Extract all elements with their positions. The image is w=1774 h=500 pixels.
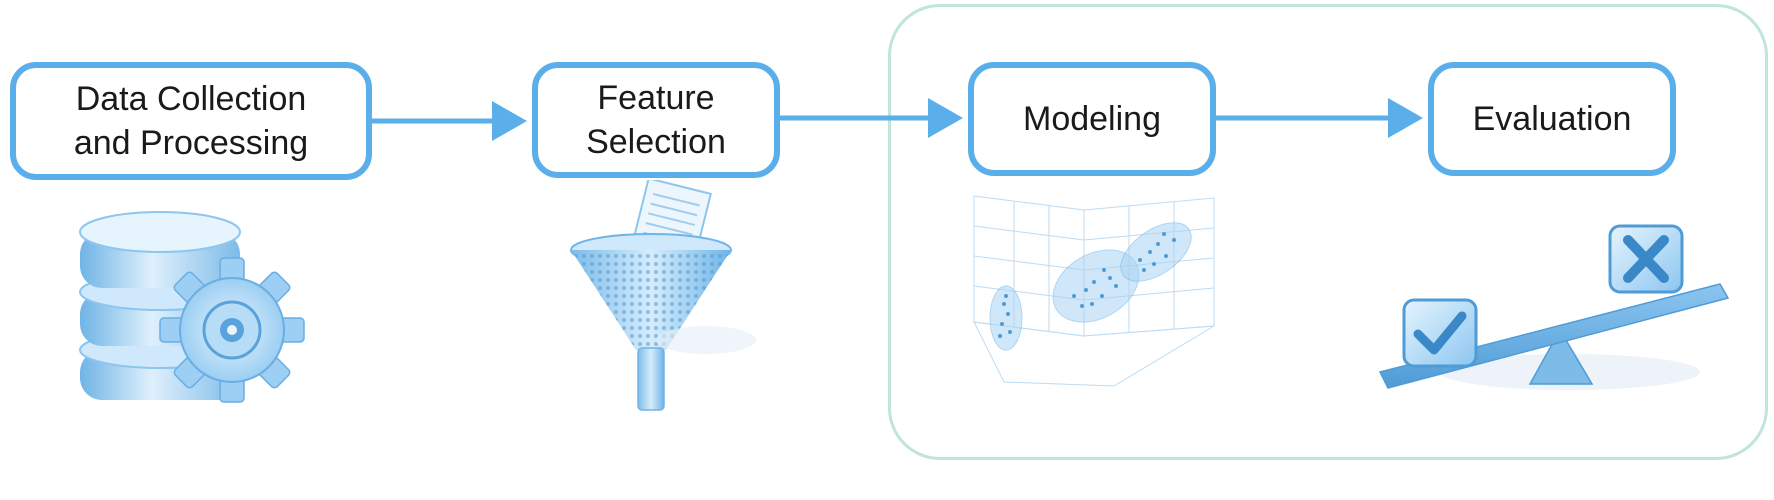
stage-modeling: Modeling xyxy=(968,62,1216,176)
stage-label: Feature Selection xyxy=(586,78,726,161)
stage-evaluation: Evaluation xyxy=(1428,62,1676,176)
modeling-evaluation-group xyxy=(888,4,1768,460)
3d-scatter-plot-icon xyxy=(973,195,1215,387)
funnel-icon xyxy=(570,180,756,411)
stage-label: Evaluation xyxy=(1472,99,1632,138)
database-gear-icon xyxy=(79,211,305,403)
stage-feature-selection: Feature Selection xyxy=(532,62,780,178)
stage-label: Modeling xyxy=(1023,99,1161,138)
stage-data-collection: Data Collection and Processing xyxy=(10,62,372,180)
stage-label: Data Collection and Processing xyxy=(73,79,309,162)
seesaw-balance-icon xyxy=(1378,224,1730,390)
